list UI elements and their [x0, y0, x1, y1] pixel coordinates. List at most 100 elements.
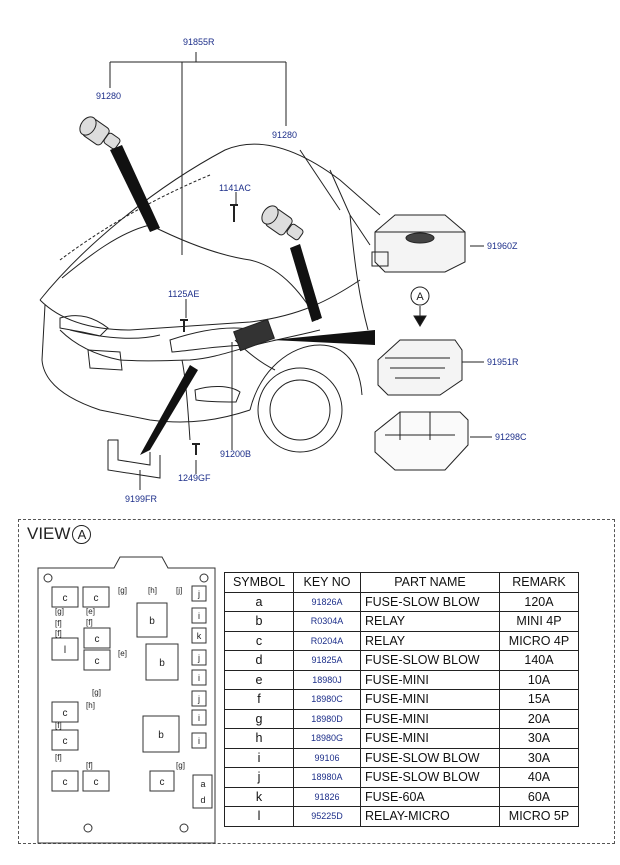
slot-label-c-7: c: [63, 777, 68, 788]
col-header-symbol: SYMBOL: [224, 572, 294, 593]
a-pillar: [329, 169, 371, 331]
remark-cell: 30A: [499, 728, 579, 749]
grommet-left: [79, 116, 121, 150]
fuse-h-2: [h]: [86, 701, 95, 710]
slot-c-4: [83, 649, 111, 671]
remark-cell: MICRO 4P: [499, 630, 579, 651]
slot-label-j-3: j: [197, 694, 200, 704]
slot-label-b-1: b: [149, 616, 155, 627]
part-name-cell: FUSE-MINI: [360, 669, 500, 690]
fuse-e-2: [e]: [118, 649, 127, 658]
hood-crease: [59, 174, 211, 261]
mount-hole-tr: [199, 573, 209, 583]
key-no-cell: 99106: [293, 747, 361, 768]
label-91951R: 91951R: [487, 357, 519, 367]
fuse-f-5: [f]: [55, 753, 62, 762]
mount-hole-tl: [43, 573, 53, 583]
symbol-cell: a: [224, 591, 294, 612]
part-name-cell: FUSE-MINI: [360, 728, 500, 749]
slot-label-b-3: b: [158, 730, 164, 741]
fuse-j-small: [j]: [176, 586, 182, 595]
tire-outer: [257, 367, 343, 453]
callout-wedge-bracket: [140, 365, 198, 455]
callout-wedge-right: [290, 244, 322, 322]
remark-cell: 140A: [499, 650, 579, 671]
slot-label-d: d: [200, 795, 205, 805]
slot-c-6: [51, 729, 79, 751]
slot-label-i-4: i: [198, 736, 200, 746]
slot-label-i-1: i: [198, 611, 200, 621]
slot-b-2: [145, 643, 179, 681]
fuse-g-2: [g]: [55, 607, 64, 616]
key-no-cell: R0204A: [293, 630, 361, 651]
mount-hole-bl: [83, 823, 93, 833]
slot-label-j-2: j: [197, 653, 200, 663]
symbol-cell: f: [224, 689, 294, 710]
slot-label-c-4: c: [95, 656, 100, 667]
headlamp-left: [59, 315, 109, 337]
fusebox-outline: [37, 556, 216, 844]
key-no-cell: 18980D: [293, 708, 361, 729]
label-1249GF: 1249GF: [178, 473, 211, 483]
slot-b-1: [136, 602, 168, 638]
symbol-cell: b: [224, 611, 294, 632]
slot-label-k: k: [197, 631, 202, 641]
slot-label-c-8: c: [94, 777, 99, 788]
label-91855R: 91855R: [183, 37, 215, 47]
fuse-f-6: [f]: [86, 761, 93, 770]
license-plate: [87, 349, 123, 371]
slot-c-5: [51, 701, 79, 723]
col-header-remark: REMARK: [499, 572, 579, 593]
harness-front: [59, 329, 256, 362]
col-header-key-no: KEY NO: [293, 572, 361, 593]
remark-cell: MINI 4P: [499, 611, 579, 632]
fuse-f-3: [f]: [55, 629, 62, 638]
part-name-cell: RELAY: [360, 611, 500, 632]
fuse-f-2: [f]: [86, 618, 93, 627]
slot-c-7: [51, 770, 79, 792]
view-a-letter: A: [416, 291, 424, 303]
remark-cell: 10A: [499, 669, 579, 690]
slot-label-b-2: b: [159, 658, 165, 669]
grille-top: [69, 329, 161, 339]
label-91200B: 91200B: [220, 449, 252, 459]
bracket-9199FR: [107, 439, 161, 479]
slot-c-9: [149, 770, 175, 792]
symbol-cell: c: [224, 630, 294, 651]
col-header-part-name: PART NAME: [360, 572, 500, 593]
label-9199FR: 9199FR: [125, 494, 158, 504]
remark-cell: 120A: [499, 591, 579, 612]
slot-label-c-2: c: [94, 593, 99, 604]
fuse-g-4: [g]: [176, 761, 185, 770]
part-name-cell: FUSE-SLOW BLOW: [360, 767, 500, 788]
key-no-cell: 18980G: [293, 728, 361, 749]
slot-c-1: [51, 586, 79, 608]
remark-cell: 15A: [499, 689, 579, 710]
symbol-cell: e: [224, 669, 294, 690]
slot-label-l: l: [64, 645, 66, 656]
slot-k: [191, 627, 207, 644]
slot-j-1: [191, 585, 207, 602]
fusebox-tray: [374, 411, 469, 471]
fusebox-body: [377, 339, 463, 396]
remark-cell: 20A: [499, 708, 579, 729]
slot-j-2: [191, 649, 207, 666]
fuse-e-1: [e]: [86, 607, 95, 616]
part-name-cell: FUSE-MINI: [360, 708, 500, 729]
bolt-1125AE: [180, 319, 188, 332]
key-no-cell: 91826A: [293, 591, 361, 612]
fuse-g-1: [g]: [118, 586, 127, 595]
view-a-title: VIEW A: [27, 524, 92, 544]
key-no-cell: 91825A: [293, 650, 361, 671]
part-name-cell: RELAY: [360, 630, 500, 651]
slot-c-8: [82, 770, 110, 792]
down-arrow: [413, 306, 427, 327]
label-91298C: 91298C: [495, 432, 527, 442]
